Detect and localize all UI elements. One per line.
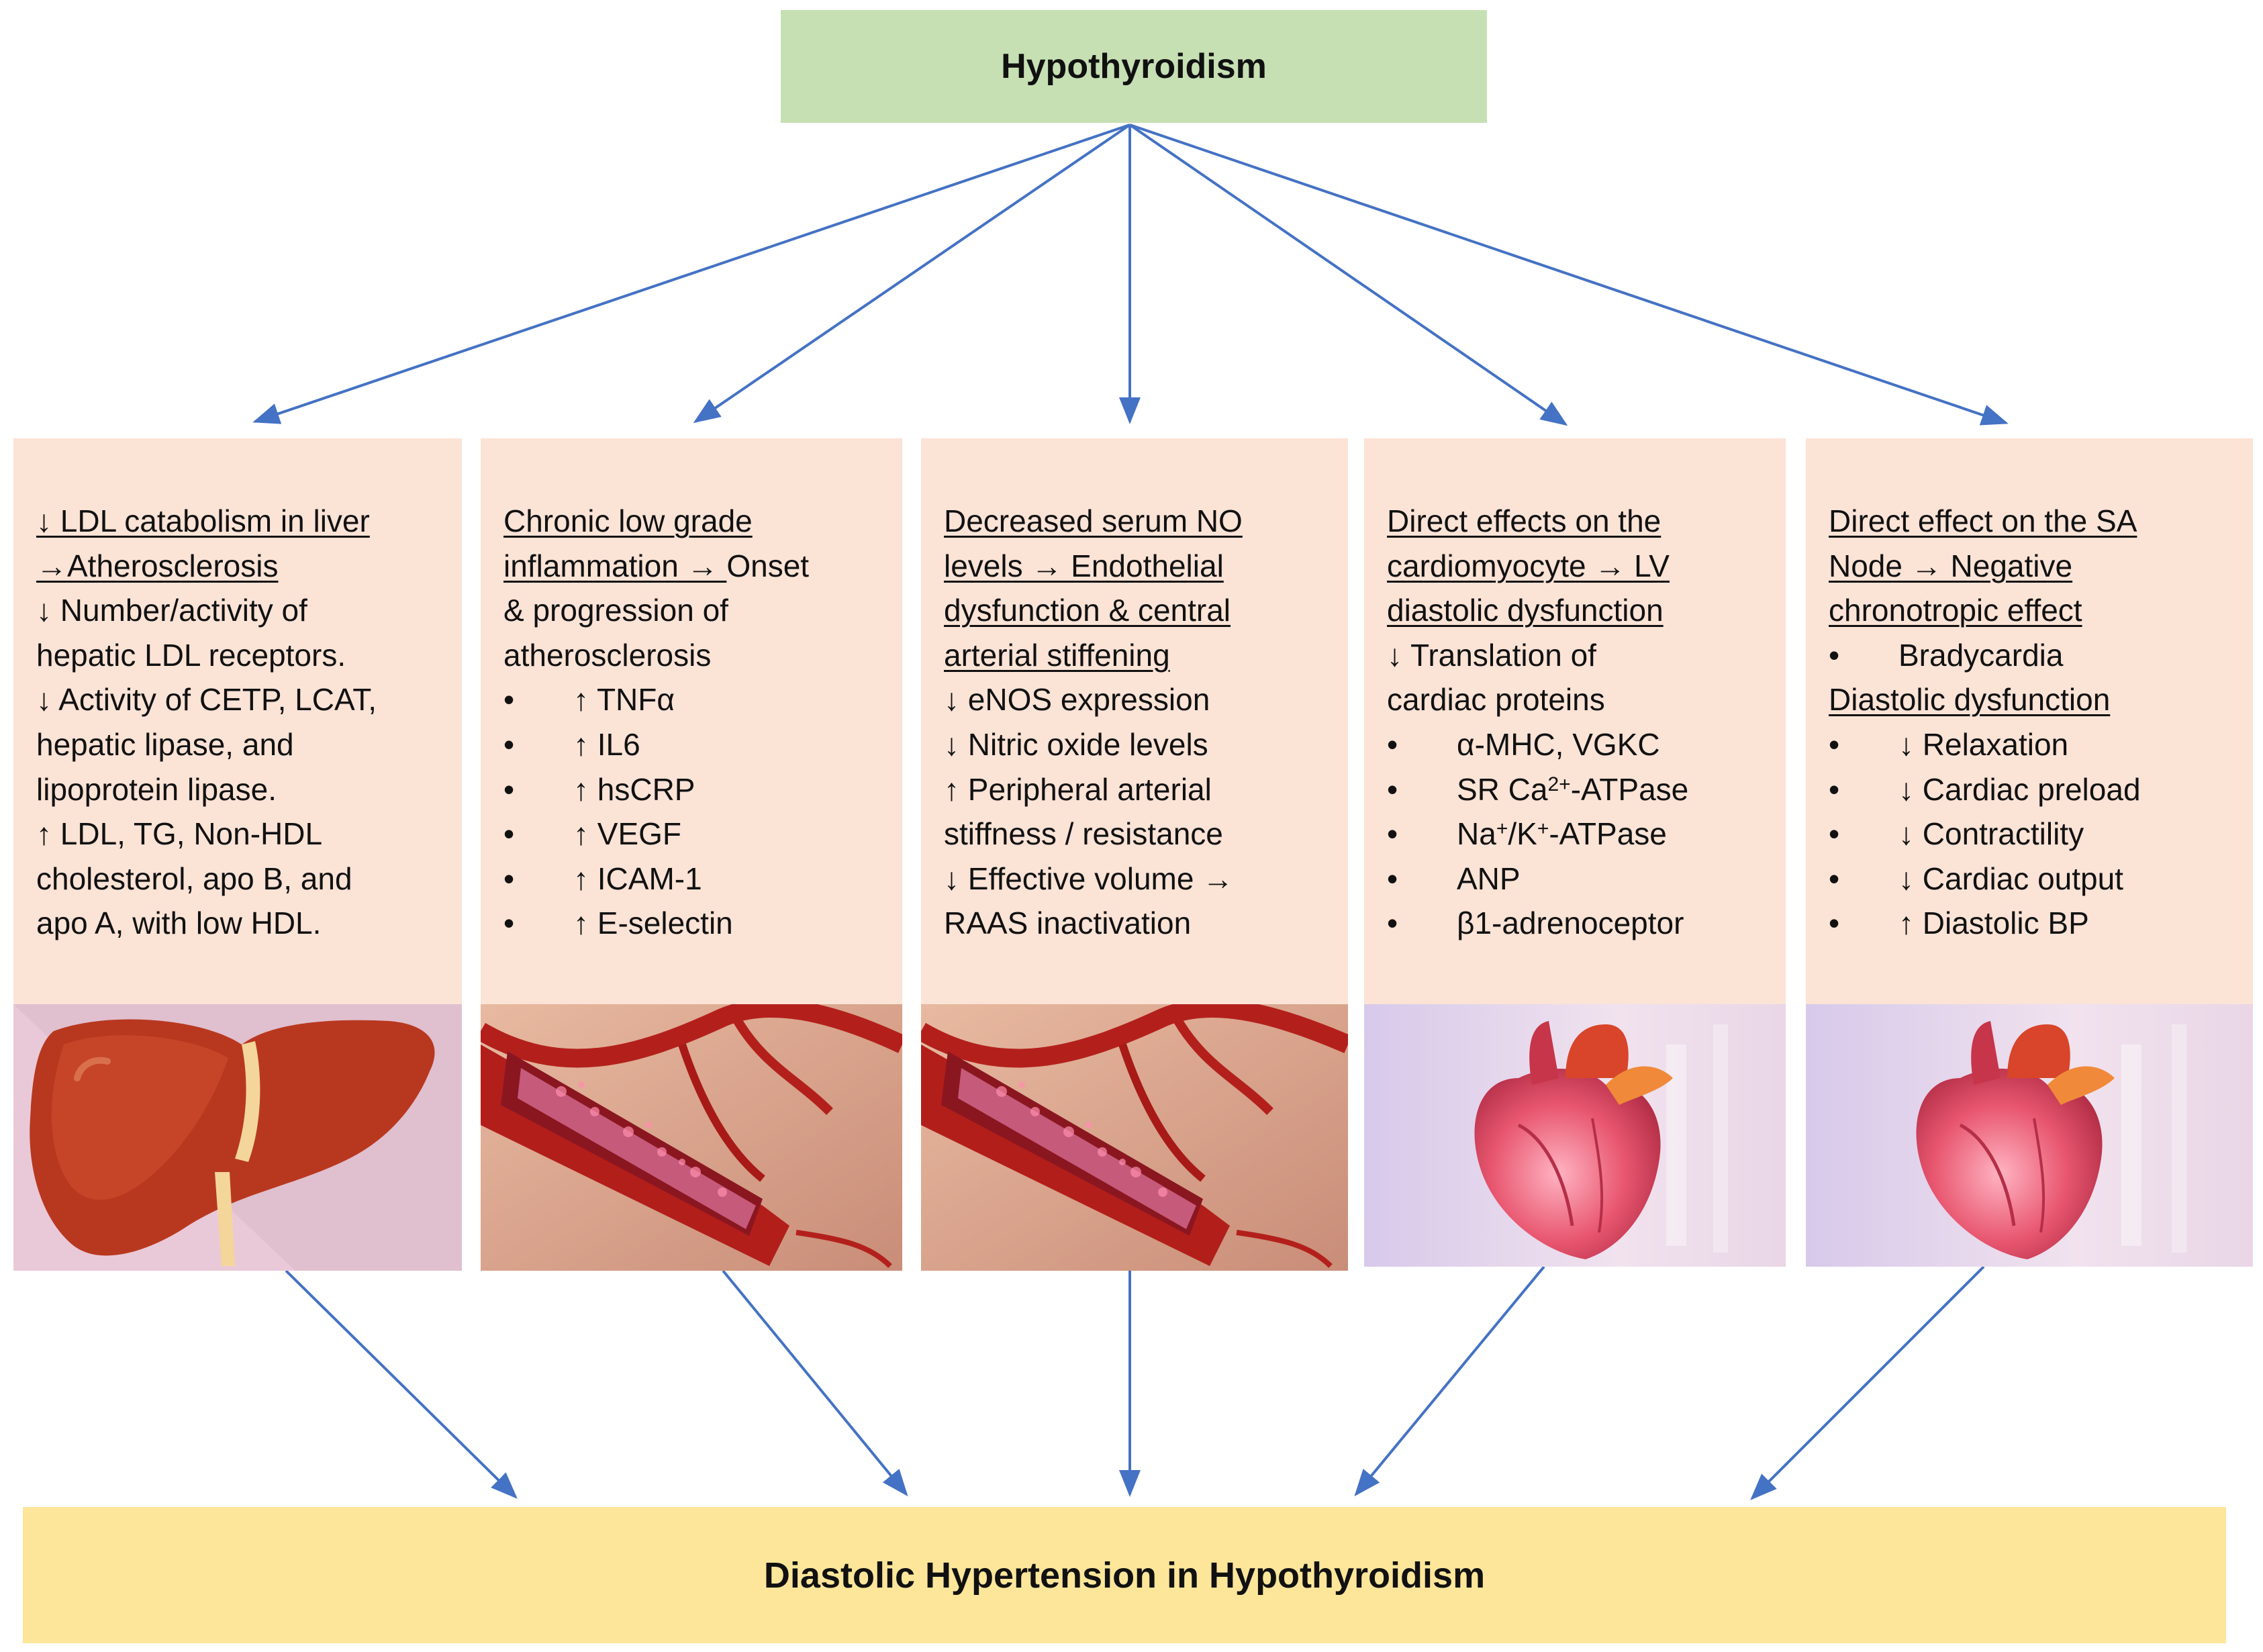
- panel-1-line: ↓ Activity of CETP, LCAT,: [36, 682, 377, 718]
- panel-3-heading: arterial stiffening: [944, 637, 1170, 673]
- panel-4-heading: Direct effects on the: [1387, 503, 1662, 538]
- artery-image-1: [481, 1004, 902, 1271]
- panel-2-line: atherosclerosis: [503, 637, 712, 673]
- arrow-panel-4-to-bottom: [1354, 1265, 1545, 1497]
- panel-2-bullet: •↑ E-selectin: [503, 906, 733, 941]
- panel-1-line: ↓ Number/activity of: [36, 593, 307, 628]
- arrow-panel-2-to-bottom: [722, 1269, 908, 1497]
- panel-5-heading: chronotropic effect: [1829, 593, 2082, 628]
- arrow-top-to-panel-2: [693, 124, 1131, 424]
- panel-1-heading-1: ↓ LDL catabolism in liver: [36, 503, 370, 538]
- panel-2-heading-1: Chronic low grade: [503, 503, 753, 538]
- panel-nitric-oxide: Decreased serum NO levels → Endothelial …: [921, 438, 1348, 1004]
- panel-2-heading-2: inflammation →: [503, 548, 727, 583]
- panel-5-subheading: Diastolic dysfunction: [1829, 682, 2111, 718]
- diastolic-hypertension-box: Diastolic Hypertension in Hypothyroidism: [23, 1507, 2226, 1643]
- panel-1-line: apo A, with low HDL.: [36, 906, 322, 941]
- panel-5-bullet: •↑ Diastolic BP: [1829, 906, 2089, 941]
- panel-4-line: ↓ Translation of: [1387, 637, 1596, 673]
- panel-1-line: hepatic LDL receptors.: [36, 637, 346, 673]
- panel-3-heading: Decreased serum NO: [944, 503, 1243, 538]
- arrow-top-to-panel-1: [252, 124, 1130, 424]
- liver-image: [13, 1004, 462, 1271]
- panel-3-line: ↑ Peripheral arterial: [944, 771, 1212, 807]
- panel-2-bullet: •↑ TNFα: [503, 682, 675, 718]
- panel-2-bullet: •↑ ICAM-1: [503, 861, 702, 896]
- artery-image-2: [921, 1004, 1348, 1271]
- panel-5-heading: Direct effect on the SA: [1829, 503, 2137, 538]
- panel-3-heading: levels → Endothelial: [944, 548, 1224, 583]
- top-title: Hypothyroidism: [1001, 47, 1267, 86]
- panel-1-line: ↑ LDL, TG, Non-HDL: [36, 816, 323, 852]
- panel-3-heading: dysfunction & central: [944, 593, 1231, 628]
- heart-image-1: [1364, 1004, 1786, 1267]
- panel-3-line: RAAS inactivation: [944, 906, 1192, 941]
- panel-4-bullet: •SR Ca2+-ATPase: [1387, 771, 1689, 807]
- heart-image-2: [1806, 1004, 2253, 1267]
- panel-4-heading: diastolic dysfunction: [1387, 593, 1664, 628]
- panel-5-bullet: •↓ Cardiac preload: [1829, 771, 2141, 807]
- panel-4-bullet: •β1-adrenoceptor: [1387, 906, 1684, 941]
- panel-3-line: ↓ Nitric oxide levels: [944, 726, 1208, 762]
- panel-4-heading: cardiomyocyte → LV: [1387, 548, 1670, 583]
- panel-3-line: ↓ Effective volume →: [944, 861, 1234, 896]
- panel-4-line: cardiac proteins: [1387, 682, 1605, 718]
- hypothyroidism-box: Hypothyroidism: [781, 10, 1487, 123]
- panel-3-line: ↓ eNOS expression: [944, 682, 1210, 718]
- panel-1-line: hepatic lipase, and: [36, 726, 294, 762]
- arrow-top-to-panel-4: [1128, 124, 1568, 426]
- panel-4-bullet: •ANP: [1387, 861, 1521, 896]
- panel-cardiomyocyte: Direct effects on the cardiomyocyte → LV…: [1364, 438, 1786, 1004]
- panel-1-line: lipoprotein lipase.: [36, 771, 277, 807]
- arrow-panel-5-to-bottom: [1750, 1265, 1985, 1500]
- panel-ldl: ↓ LDL catabolism in liver →Atheroscleros…: [13, 438, 462, 1004]
- panel-1-line: cholesterol, apo B, and: [36, 861, 352, 896]
- panel-2-bullet: •↑ IL6: [503, 726, 640, 762]
- panel-5-bullet: •Bradycardia: [1829, 637, 2064, 673]
- panel-2-bullet: •↑ VEGF: [503, 816, 682, 852]
- panel-2-bullet: •↑ hsCRP: [503, 771, 695, 807]
- arrow-top-to-panel-5: [1129, 124, 2009, 426]
- panel-inflammation: Chronic low grade inflammation → Onset &…: [481, 438, 902, 1004]
- panel-2-line: & progression of: [503, 593, 728, 628]
- panel-5-bullet: •↓ Relaxation: [1829, 726, 2069, 762]
- panel-5-heading: Node → Negative: [1829, 548, 2073, 583]
- bottom-title: Diastolic Hypertension in Hypothyroidism: [763, 1555, 1486, 1596]
- panel-2-heading-tail: Onset: [726, 548, 810, 583]
- panel-5-bullet: •↓ Contractility: [1829, 816, 2084, 852]
- panel-5-bullet: •↓ Cardiac output: [1829, 861, 2123, 896]
- panel-4-bullet: •Na+/K+-ATPase: [1387, 816, 1667, 852]
- arrow-panel-1-to-bottom: [285, 1269, 518, 1499]
- panel-sa-node: Direct effect on the SA Node → Negative …: [1806, 438, 2253, 1004]
- panel-3-line: stiffness / resistance: [944, 816, 1223, 852]
- panel-4-bullet: •α-MHC, VGKC: [1387, 726, 1660, 762]
- panel-1-heading-2: →Atherosclerosis: [36, 548, 279, 583]
